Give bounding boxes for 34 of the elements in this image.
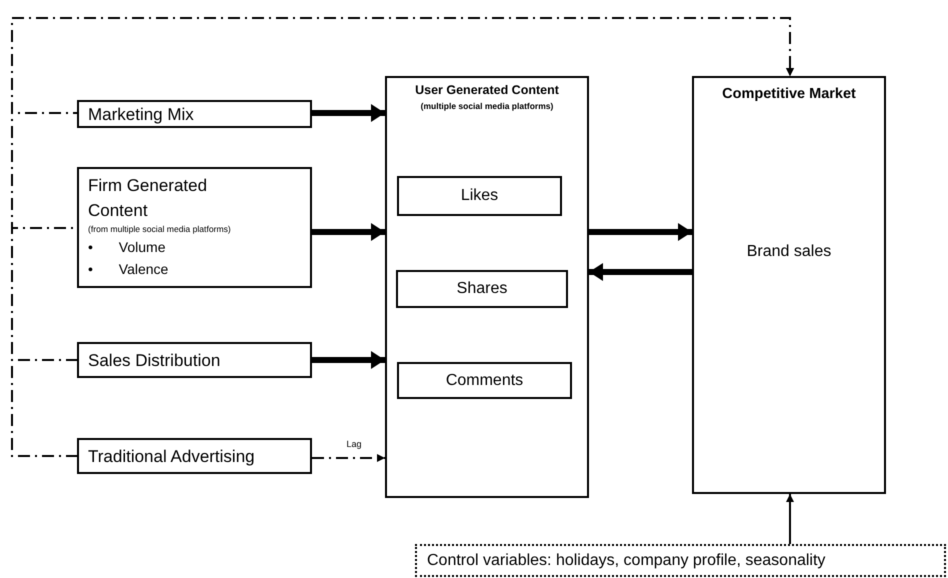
box-label: Brand sales (746, 243, 832, 261)
note-text: Control variables: holidays, company profile, seasonality (426, 552, 826, 570)
process-box (77, 100, 312, 128)
arrow (786, 494, 794, 544)
box-title: Competitive Market (721, 86, 857, 102)
process-box (77, 167, 312, 288)
bullet-item: • Valence (87, 261, 170, 277)
arrow (589, 263, 692, 281)
market-box (692, 76, 886, 494)
dash-dot-arrow (312, 454, 385, 462)
arrow (312, 223, 385, 241)
arrow (312, 351, 385, 369)
box-label: Marketing Mix (87, 105, 195, 125)
box-label: Firm Generated Content (87, 175, 208, 222)
process-box (77, 342, 312, 378)
box-label: Comments (444, 372, 524, 390)
metric-box (397, 176, 562, 216)
box-title: User Generated Content (414, 83, 560, 97)
edge-label: Lag (346, 439, 363, 449)
metric-box (397, 362, 572, 399)
note-box (415, 544, 946, 577)
box-note: (from multiple social media platforms) (87, 224, 232, 234)
dash-dot-arrow (11, 17, 794, 457)
box-subtitle: (multiple social media platforms) (420, 101, 554, 111)
box-label: Likes (460, 187, 500, 205)
bullet-item: • Volume (87, 239, 166, 255)
arrow (312, 104, 385, 122)
box-label: Traditional Advertising (87, 447, 256, 467)
container-box (385, 76, 589, 498)
metric-box (396, 270, 568, 308)
process-box (77, 438, 312, 474)
box-label: Sales Distribution (87, 351, 222, 371)
box-label: Shares (456, 280, 508, 298)
arrow (589, 223, 692, 241)
